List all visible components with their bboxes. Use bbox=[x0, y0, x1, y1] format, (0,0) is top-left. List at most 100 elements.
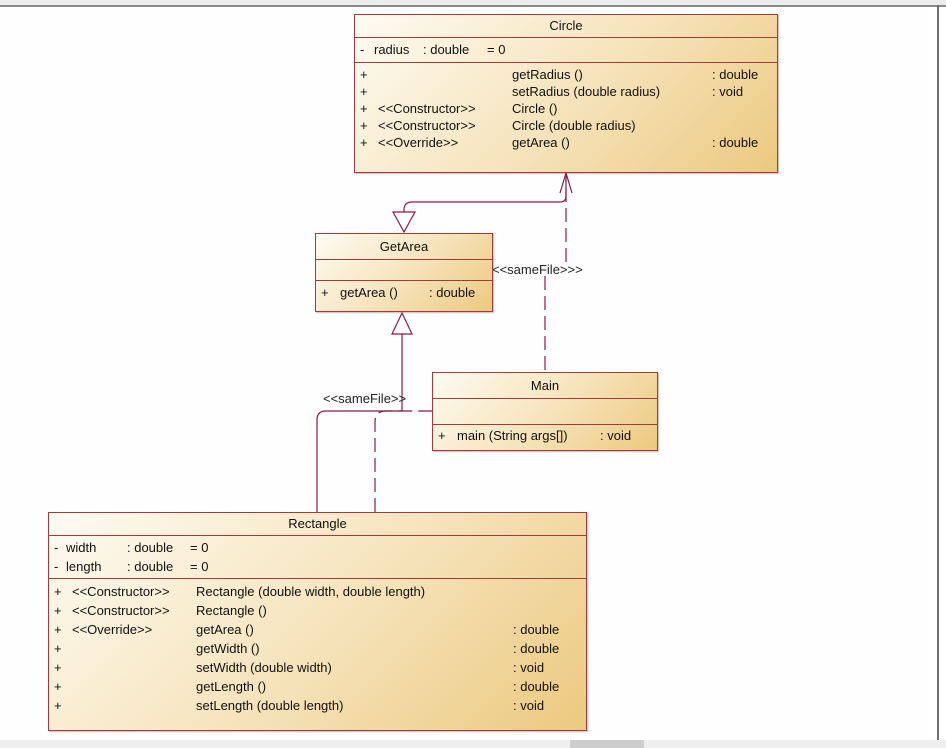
samefile-label-main-circle: <<sameFile>>> bbox=[492, 262, 583, 277]
operation-row[interactable]: + <<Constructor>> Rectangle (double widt… bbox=[54, 582, 581, 601]
realization-arrowhead-getarea-top bbox=[391, 211, 417, 234]
visibility: - bbox=[54, 559, 59, 574]
attribute-row[interactable]: - width : double = 0 bbox=[54, 538, 581, 557]
operations-compartment: + getArea () : double bbox=[316, 281, 492, 304]
visibility: + bbox=[54, 641, 62, 656]
operations-compartment: + getRadius () : double + setRadius (dou… bbox=[355, 63, 777, 153]
attribute-row[interactable]: - length : double = 0 bbox=[54, 557, 581, 576]
class-main[interactable]: Main + main (String args[]) : void bbox=[432, 372, 658, 451]
operation-signature: getArea () bbox=[196, 622, 254, 637]
attribute-name: length bbox=[66, 559, 102, 574]
operation-row[interactable]: + setLength (double length) : void bbox=[54, 696, 581, 715]
operation-signature: getRadius () bbox=[512, 67, 583, 82]
class-name: Main bbox=[433, 373, 657, 399]
operation-row[interactable]: + setRadius (double radius) : void bbox=[360, 83, 772, 100]
operation-signature: setRadius (double radius) bbox=[512, 84, 661, 99]
visibility: + bbox=[321, 285, 329, 300]
operation-return: : double bbox=[513, 622, 560, 637]
operation-signature: setLength (double length) bbox=[196, 698, 344, 713]
attribute-default: = 0 bbox=[487, 42, 506, 57]
visibility: - bbox=[54, 540, 59, 555]
visibility: + bbox=[54, 584, 62, 599]
visibility: + bbox=[438, 428, 446, 443]
operation-return: : void bbox=[513, 698, 545, 713]
operation-row[interactable]: + getLength () : double bbox=[54, 677, 581, 696]
operation-return: : double bbox=[429, 285, 476, 300]
visibility: + bbox=[360, 67, 368, 82]
attribute-default: = 0 bbox=[190, 559, 209, 574]
operation-row[interactable]: + setWidth (double width) : void bbox=[54, 658, 581, 677]
operation-return: : double bbox=[513, 641, 560, 656]
operation-return: : void bbox=[513, 660, 545, 675]
operation-signature: Circle (double radius) bbox=[512, 118, 636, 133]
operation-return: : void bbox=[712, 84, 744, 99]
realization-rectangle-getarea[interactable] bbox=[316, 334, 403, 512]
visibility: + bbox=[54, 622, 62, 637]
visibility: + bbox=[360, 135, 368, 150]
dependency-rectangle-main[interactable] bbox=[374, 410, 432, 512]
class-name: Circle bbox=[355, 15, 777, 38]
operation-signature: getWidth () bbox=[196, 641, 260, 656]
operation-signature: getArea () bbox=[340, 285, 398, 300]
visibility: + bbox=[360, 118, 368, 133]
operation-signature: getArea () bbox=[512, 135, 570, 150]
operation-stereotype: <<Constructor>> bbox=[72, 603, 170, 618]
class-name: GetArea bbox=[316, 234, 492, 260]
operation-signature: Rectangle () bbox=[196, 603, 267, 618]
dependency-arrowhead-circle bbox=[559, 170, 573, 194]
class-name: Rectangle bbox=[49, 513, 586, 536]
operation-signature: Rectangle (double width, double length) bbox=[196, 584, 426, 599]
class-circle[interactable]: Circle - radius : double = 0 + getRadius… bbox=[354, 14, 778, 173]
canvas-right-border bbox=[937, 5, 939, 740]
dependency-main-circle[interactable] bbox=[544, 174, 567, 370]
visibility: + bbox=[54, 603, 62, 618]
visibility: + bbox=[360, 101, 368, 116]
attribute-default: = 0 bbox=[190, 540, 209, 555]
realization-arrowhead-getarea-bottom bbox=[391, 311, 413, 335]
operation-stereotype: <<Constructor>> bbox=[378, 101, 476, 116]
operation-row[interactable]: + <<Constructor>> Rectangle () bbox=[54, 601, 581, 620]
operation-signature: getLength () bbox=[196, 679, 267, 694]
attribute-name: radius bbox=[374, 42, 410, 57]
operation-row[interactable]: + <<Constructor>> Circle (double radius) bbox=[360, 117, 772, 134]
operation-return: : double bbox=[513, 679, 560, 694]
samefile-label-rectangle-main: <<sameFile>> bbox=[323, 391, 407, 406]
operation-row[interactable]: + <<Override>> getArea () : double bbox=[360, 134, 772, 151]
realization-circle-getarea[interactable] bbox=[403, 172, 567, 212]
operation-signature: setWidth (double width) bbox=[196, 660, 332, 675]
operation-row[interactable]: + <<Override>> getArea () : double bbox=[54, 620, 581, 639]
operation-return: : double bbox=[712, 67, 759, 82]
operation-row[interactable]: + main (String args[]) : void bbox=[438, 426, 652, 445]
attribute-type: : double bbox=[127, 540, 174, 555]
scrollbar-thumb[interactable] bbox=[570, 740, 644, 748]
visibility: + bbox=[54, 698, 62, 713]
visibility: + bbox=[54, 679, 62, 694]
attributes-compartment bbox=[433, 399, 657, 425]
operation-signature: Circle () bbox=[512, 101, 558, 116]
operation-return: : double bbox=[712, 135, 759, 150]
visibility: + bbox=[54, 660, 62, 675]
operation-row[interactable]: + getArea () : double bbox=[321, 283, 487, 302]
operation-stereotype: <<Override>> bbox=[378, 135, 459, 150]
attribute-type: : double bbox=[423, 42, 470, 57]
operation-stereotype: <<Override>> bbox=[72, 622, 153, 637]
operation-stereotype: <<Constructor>> bbox=[72, 584, 170, 599]
operations-compartment: + main (String args[]) : void bbox=[433, 425, 657, 446]
class-getarea[interactable]: GetArea + getArea () : double bbox=[315, 233, 493, 312]
attributes-compartment: - width : double = 0 - length : double =… bbox=[49, 536, 586, 579]
operation-signature: main (String args[]) bbox=[457, 428, 568, 443]
operation-row[interactable]: + getWidth () : double bbox=[54, 639, 581, 658]
horizontal-scrollbar[interactable] bbox=[0, 740, 946, 748]
class-rectangle[interactable]: Rectangle - width : double = 0 - length … bbox=[48, 512, 587, 731]
attributes-compartment: - radius : double = 0 bbox=[355, 38, 777, 63]
operation-row[interactable]: + getRadius () : double bbox=[360, 66, 772, 83]
attributes-compartment bbox=[316, 260, 492, 281]
operation-row[interactable]: + <<Constructor>> Circle () bbox=[360, 100, 772, 117]
visibility: - bbox=[360, 42, 365, 57]
visibility: + bbox=[360, 84, 368, 99]
attribute-type: : double bbox=[127, 559, 174, 574]
operations-compartment: + <<Constructor>> Rectangle (double widt… bbox=[49, 579, 586, 717]
operation-stereotype: <<Constructor>> bbox=[378, 118, 476, 133]
attribute-row[interactable]: - radius : double = 0 bbox=[360, 40, 772, 59]
